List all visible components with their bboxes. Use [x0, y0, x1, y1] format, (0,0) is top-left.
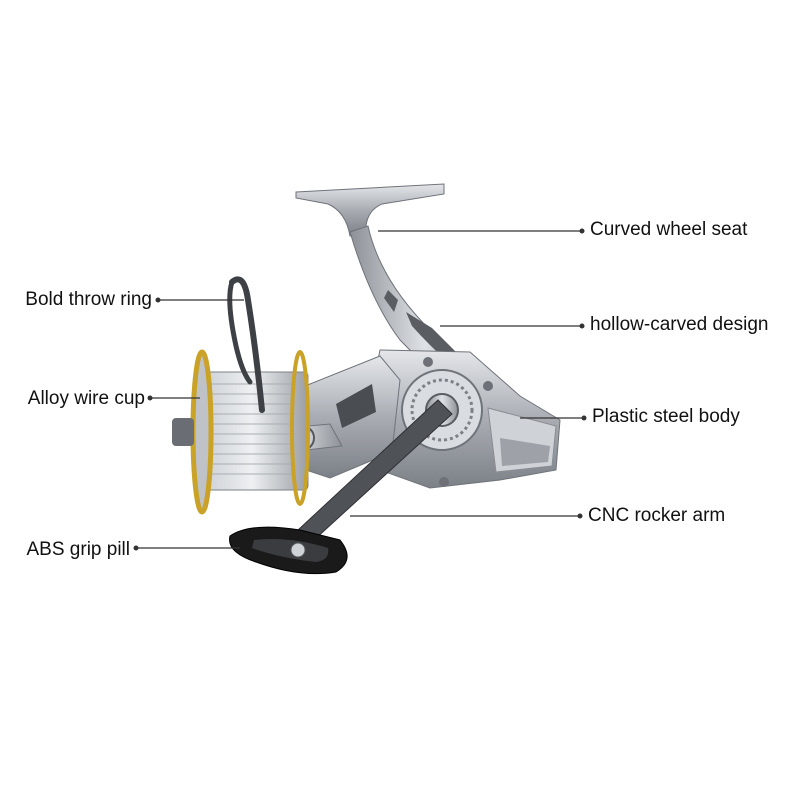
- leader-dot: [133, 545, 139, 551]
- leader-dot: [147, 395, 153, 401]
- leader-dot: [577, 513, 583, 519]
- label-hollow-carved-design: hollow-carved design: [590, 314, 769, 335]
- label-alloy-wire-cup: Alloy wire cup: [27, 388, 145, 409]
- gear-ring: [410, 378, 474, 442]
- leader-dot: [579, 228, 585, 234]
- label-curved-wheel-seat: Curved wheel seat: [590, 219, 748, 240]
- leader-dot: [581, 415, 587, 421]
- screw-icon: [439, 477, 449, 487]
- screw-icon: [423, 357, 433, 367]
- throw-ring-wire: [229, 276, 265, 413]
- spool-knob: [172, 418, 194, 446]
- leader-dot: [579, 323, 585, 329]
- grip-knob-screw: [290, 542, 306, 558]
- hollow-cutout: [384, 290, 398, 312]
- label-bold-throw-ring: Bold throw ring: [25, 289, 152, 310]
- rotor-cutout: [336, 384, 376, 428]
- throw-ring-wire: [227, 279, 253, 385]
- leader-dot: [155, 297, 161, 303]
- wheel-seat: [295, 183, 445, 237]
- spool-rim-back: [290, 350, 310, 506]
- grip-knob-inner: [252, 539, 329, 562]
- leader-lines: [133, 228, 587, 551]
- body-side-panel: [500, 438, 550, 466]
- reel-illustration: [172, 183, 561, 575]
- label-plastic-steel-body: Plastic steel body: [592, 406, 740, 427]
- screw-icon: [483, 381, 493, 391]
- spool-rim-front: [190, 349, 214, 515]
- label-abs-grip-pill: ABS grip pill: [26, 539, 131, 560]
- spool-line-grooves: [210, 383, 296, 475]
- label-cnc-rocker-arm: CNC rocker arm: [588, 505, 726, 526]
